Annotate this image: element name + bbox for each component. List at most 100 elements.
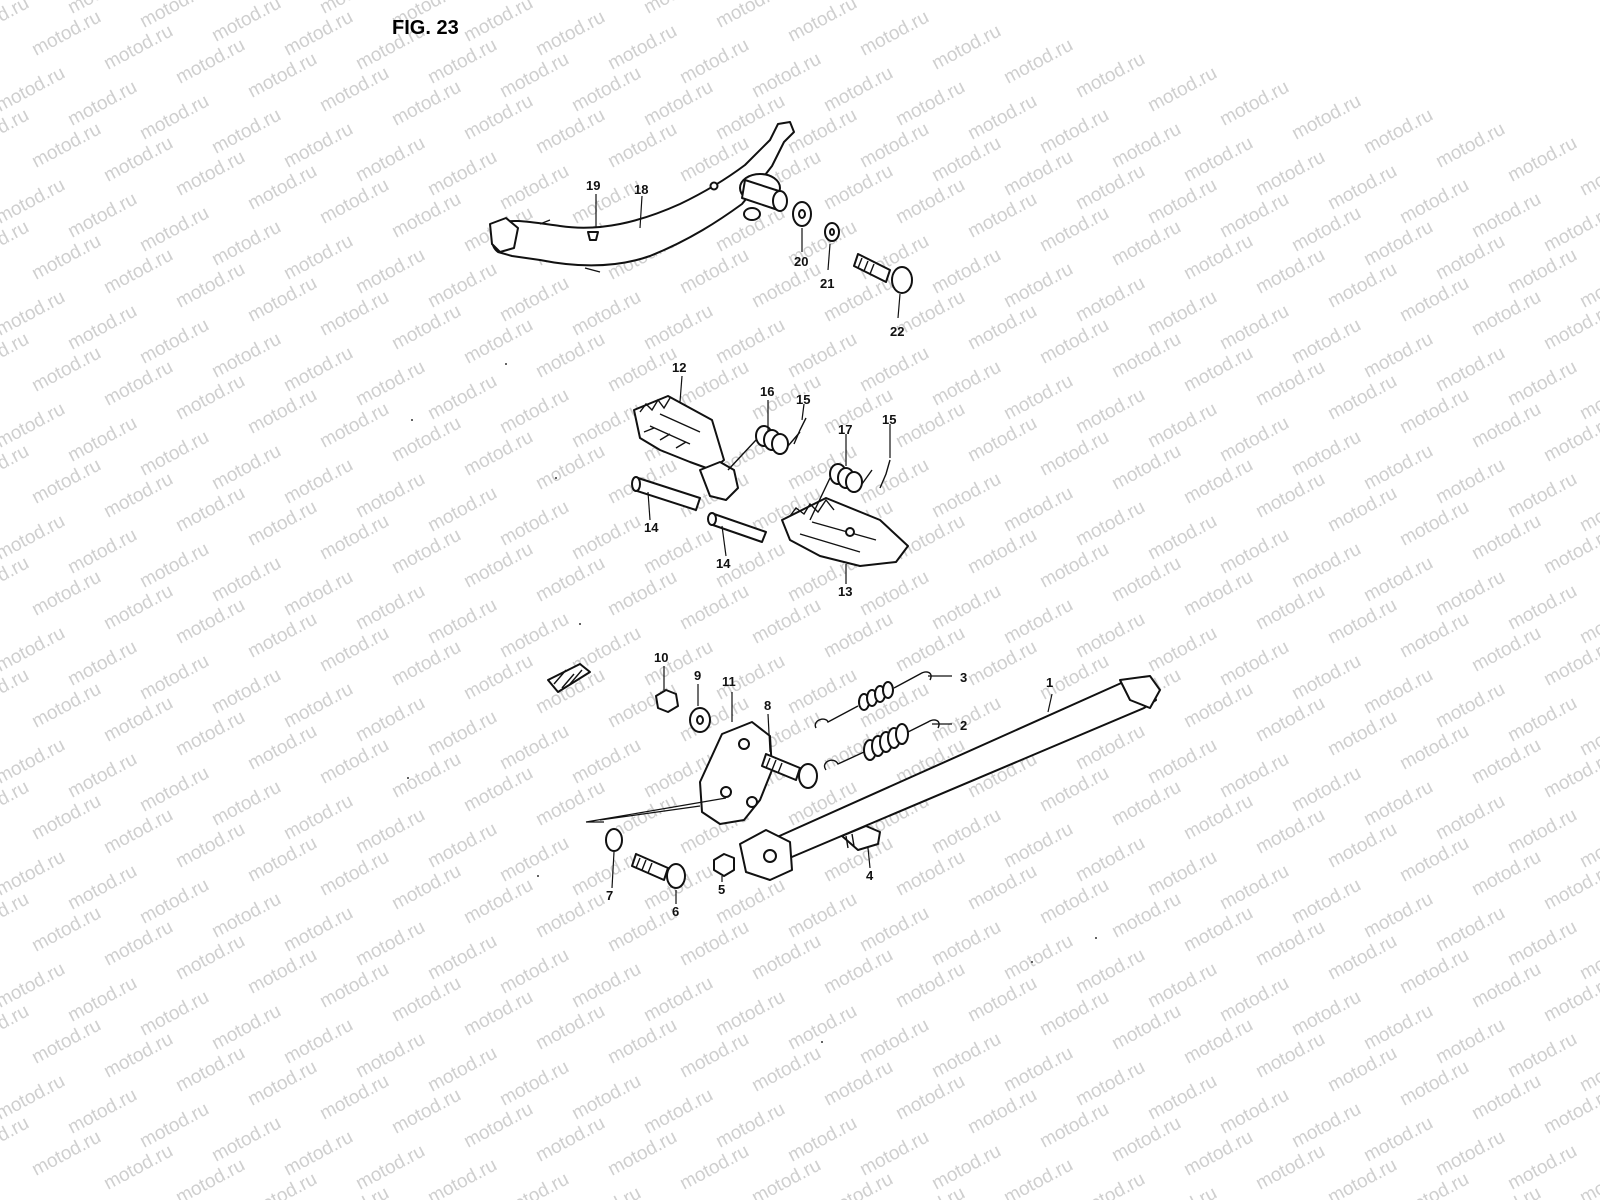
watermark-text: motod.ru bbox=[820, 161, 896, 215]
watermark-text: motod.ru bbox=[532, 553, 608, 607]
watermark-text: motod.ru bbox=[784, 1113, 860, 1167]
label-20: 20 bbox=[794, 254, 808, 269]
watermark-text: motod.ru bbox=[208, 1001, 284, 1055]
footrest-right-teeth bbox=[789, 498, 877, 553]
grease-nipple bbox=[587, 231, 599, 241]
watermark-text: motod.ru bbox=[28, 903, 104, 957]
watermark-text: motod.ru bbox=[1180, 1015, 1256, 1069]
watermark-text: motod.ru bbox=[1108, 441, 1184, 495]
watermark-text: motod.ru bbox=[100, 469, 176, 523]
watermark-text: motod.ru bbox=[1252, 469, 1328, 523]
watermark-text: motod.ru bbox=[1540, 1085, 1600, 1139]
watermark-text: motod.ru bbox=[244, 609, 320, 663]
label-15-right: 15 bbox=[882, 412, 896, 427]
watermark-text: motod.ru bbox=[496, 1169, 572, 1200]
watermark-text: motod.ru bbox=[208, 777, 284, 831]
label-6: 6 bbox=[672, 904, 679, 919]
watermark-text: motod.ru bbox=[1396, 1057, 1472, 1111]
watermark-text: motod.ru bbox=[1288, 427, 1364, 481]
watermark-text: motod.ru bbox=[496, 1057, 572, 1111]
watermark-text: motod.ru bbox=[1504, 357, 1580, 411]
watermark-text: motod.ru bbox=[280, 7, 356, 61]
watermark-text: motod.ru bbox=[1072, 49, 1148, 103]
watermark-text: motod.ru bbox=[496, 721, 572, 775]
watermark-text: motod.ru bbox=[352, 1141, 428, 1195]
watermark-text: motod.ru bbox=[1180, 455, 1256, 509]
watermark-text: motod.ru bbox=[964, 861, 1040, 915]
label-5: 5 bbox=[718, 882, 725, 897]
watermark-text: motod.ru bbox=[1324, 707, 1400, 761]
watermark-text: motod.ru bbox=[1000, 1155, 1076, 1200]
watermark-text: motod.ru bbox=[28, 1127, 104, 1181]
washer-21-hole bbox=[829, 228, 835, 236]
watermark-text: motod.ru bbox=[1180, 791, 1256, 845]
footrest-pin-right-end bbox=[707, 512, 717, 526]
watermark-text: motod.ru bbox=[244, 161, 320, 215]
watermark-text: motod.ru bbox=[100, 805, 176, 859]
watermark-text: motod.ru bbox=[604, 1015, 680, 1069]
watermark-text: motod.ru bbox=[100, 1029, 176, 1083]
watermark-text: motod.ru bbox=[388, 861, 464, 915]
watermark-text: motod.ru bbox=[1036, 315, 1112, 369]
watermark-text: motod.ru bbox=[532, 1113, 608, 1167]
footrest-left-bracket bbox=[699, 461, 739, 501]
watermark-text: motod.ru bbox=[460, 0, 536, 46]
label-10: 10 bbox=[654, 650, 668, 665]
watermark-text: motod.ru bbox=[712, 0, 788, 32]
watermark-text: motod.ru bbox=[1504, 469, 1580, 523]
label-9: 9 bbox=[694, 668, 701, 683]
side-stand-foot bbox=[1119, 675, 1161, 709]
watermark-text: motod.ru bbox=[1180, 903, 1256, 957]
watermark-text: motod.ru bbox=[1216, 301, 1292, 355]
watermark-text: motod.ru bbox=[136, 539, 212, 593]
watermark-text: motod.ru bbox=[1252, 245, 1328, 299]
watermark-text: motod.ru bbox=[1000, 35, 1076, 89]
watermark-text: motod.ru bbox=[316, 959, 392, 1013]
brake-pedal-lug bbox=[743, 207, 761, 221]
watermark-text: motod.ru bbox=[100, 245, 176, 299]
watermark-text: motod.ru bbox=[316, 287, 392, 341]
watermark-text: motod.ru bbox=[892, 1071, 968, 1125]
watermark-text: motod.ru bbox=[424, 1155, 500, 1200]
watermark-text: motod.ru bbox=[280, 679, 356, 733]
brake-pedal-tip bbox=[489, 217, 519, 253]
watermark-text: motod.ru bbox=[1072, 609, 1148, 663]
watermark-text: motod.ru bbox=[64, 1085, 140, 1139]
pedal-under-mark bbox=[584, 267, 601, 273]
watermark-text: motod.ru bbox=[1000, 1043, 1076, 1097]
side-stand-pivot-hole bbox=[763, 849, 777, 863]
watermark-text: motod.ru bbox=[1288, 1099, 1364, 1153]
watermark-text: motod.ru bbox=[748, 931, 824, 985]
watermark-text: motod.ru bbox=[316, 399, 392, 453]
watermark-text: motod.ru bbox=[244, 385, 320, 439]
watermark-text: motod.ru bbox=[28, 567, 104, 621]
watermark-text: motod.ru bbox=[1432, 679, 1508, 733]
watermark-text: motod.ru bbox=[892, 847, 968, 901]
part-labels: 1 2 3 4 5 6 7 8 9 10 11 12 13 14 14 15 1… bbox=[586, 178, 1053, 919]
watermark-text: motod.ru bbox=[1252, 357, 1328, 411]
watermark-text: motod.ru bbox=[1324, 931, 1400, 985]
watermark-text: motod.ru bbox=[316, 63, 392, 117]
watermark-text: motod.ru bbox=[280, 903, 356, 957]
watermark-text: motod.ru bbox=[136, 203, 212, 257]
watermark-text: motod.ru bbox=[1252, 581, 1328, 635]
watermark-text: motod.ru bbox=[0, 287, 69, 341]
label-15-left: 15 bbox=[796, 392, 810, 407]
watermark-text: motod.ru bbox=[820, 1057, 896, 1111]
watermark-text: motod.ru bbox=[136, 427, 212, 481]
watermark-text: motod.ru bbox=[1576, 819, 1600, 873]
watermark-text: motod.ru bbox=[1504, 1029, 1580, 1083]
watermark-text: motod.ru bbox=[1108, 553, 1184, 607]
pivot-bolt-head bbox=[891, 266, 913, 294]
watermark-text: motod.ru bbox=[1360, 217, 1436, 271]
watermark-text: motod.ru bbox=[172, 371, 248, 425]
watermark-text: motod.ru bbox=[748, 1043, 824, 1097]
label-12: 12 bbox=[672, 360, 686, 375]
watermark-text: motod.ru bbox=[1000, 931, 1076, 985]
watermark-text: motod.ru bbox=[424, 595, 500, 649]
watermark-text: motod.ru bbox=[1576, 931, 1600, 985]
watermark-text: motod.ru bbox=[1360, 441, 1436, 495]
label-3: 3 bbox=[960, 670, 967, 685]
watermark-text: motod.ru bbox=[28, 343, 104, 397]
watermark-text: motod.ru bbox=[352, 133, 428, 187]
